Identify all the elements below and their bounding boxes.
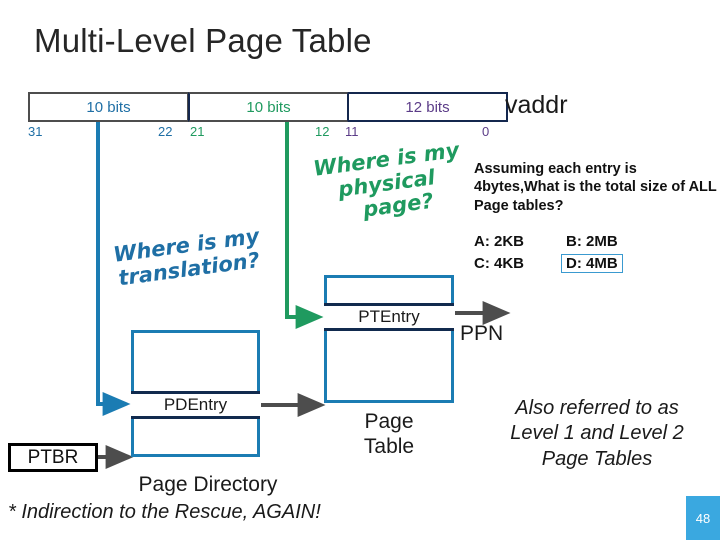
bit-label-22: 22 — [158, 124, 173, 139]
question-prompt: Assuming each entry is 4bytes,What is th… — [474, 161, 717, 214]
answer-row-1: A: 2KB B: 2MB — [474, 230, 714, 252]
page-table-box — [324, 275, 454, 403]
ptbr-register: PTBR — [8, 443, 98, 472]
bitfield-segment-ptindex: 10 bits — [188, 92, 348, 122]
vaddr-bitfield: 10 bits 10 bits 12 bits — [28, 92, 508, 122]
answer-option-d-wrapper: D: 4MB — [561, 253, 676, 273]
annotation-where-is-my-physical-page: Where is my physical page? — [312, 135, 500, 228]
answer-options: A: 2KB B: 2MB C: 4KB D: 4MB — [474, 230, 714, 274]
bit-label-21: 21 — [190, 124, 205, 139]
answer-option-b[interactable]: B: 2MB — [566, 232, 618, 250]
bitfield-segment-offset: 12 bits — [348, 92, 508, 122]
bit-label-12: 12 — [315, 124, 330, 139]
pd-entry-row[interactable]: PDEntry — [131, 391, 260, 419]
page-table-label: Page Table — [363, 410, 415, 458]
answer-row-2: C: 4KB D: 4MB — [474, 252, 714, 274]
bit-label-31: 31 — [28, 124, 43, 139]
answer-option-a[interactable]: A: 2KB — [474, 232, 525, 250]
page-title: Multi-Level Page Table — [34, 22, 372, 59]
slide-number-badge: 48 — [686, 496, 720, 540]
side-note-level-tables: Also referred to as Level 1 and Level 2 … — [510, 397, 684, 470]
vaddr-label: vaddr — [505, 91, 568, 119]
bit-label-11: 11 — [345, 124, 359, 139]
answer-option-c[interactable]: C: 4KB — [474, 254, 525, 272]
bit-label-0: 0 — [482, 124, 490, 139]
answer-option-d[interactable]: D: 4MB — [561, 253, 623, 273]
ppn-label: PPN — [460, 322, 504, 345]
footnote-indirection: * Indirection to the Rescue, AGAIN! — [8, 501, 321, 523]
pt-entry-row[interactable]: PTEntry — [324, 303, 454, 331]
page-directory-label: Page Directory — [138, 473, 278, 496]
annotation-where-is-my-translation: Where is my translation? — [112, 218, 316, 291]
bitfield-segment-pdindex: 10 bits — [28, 92, 188, 122]
